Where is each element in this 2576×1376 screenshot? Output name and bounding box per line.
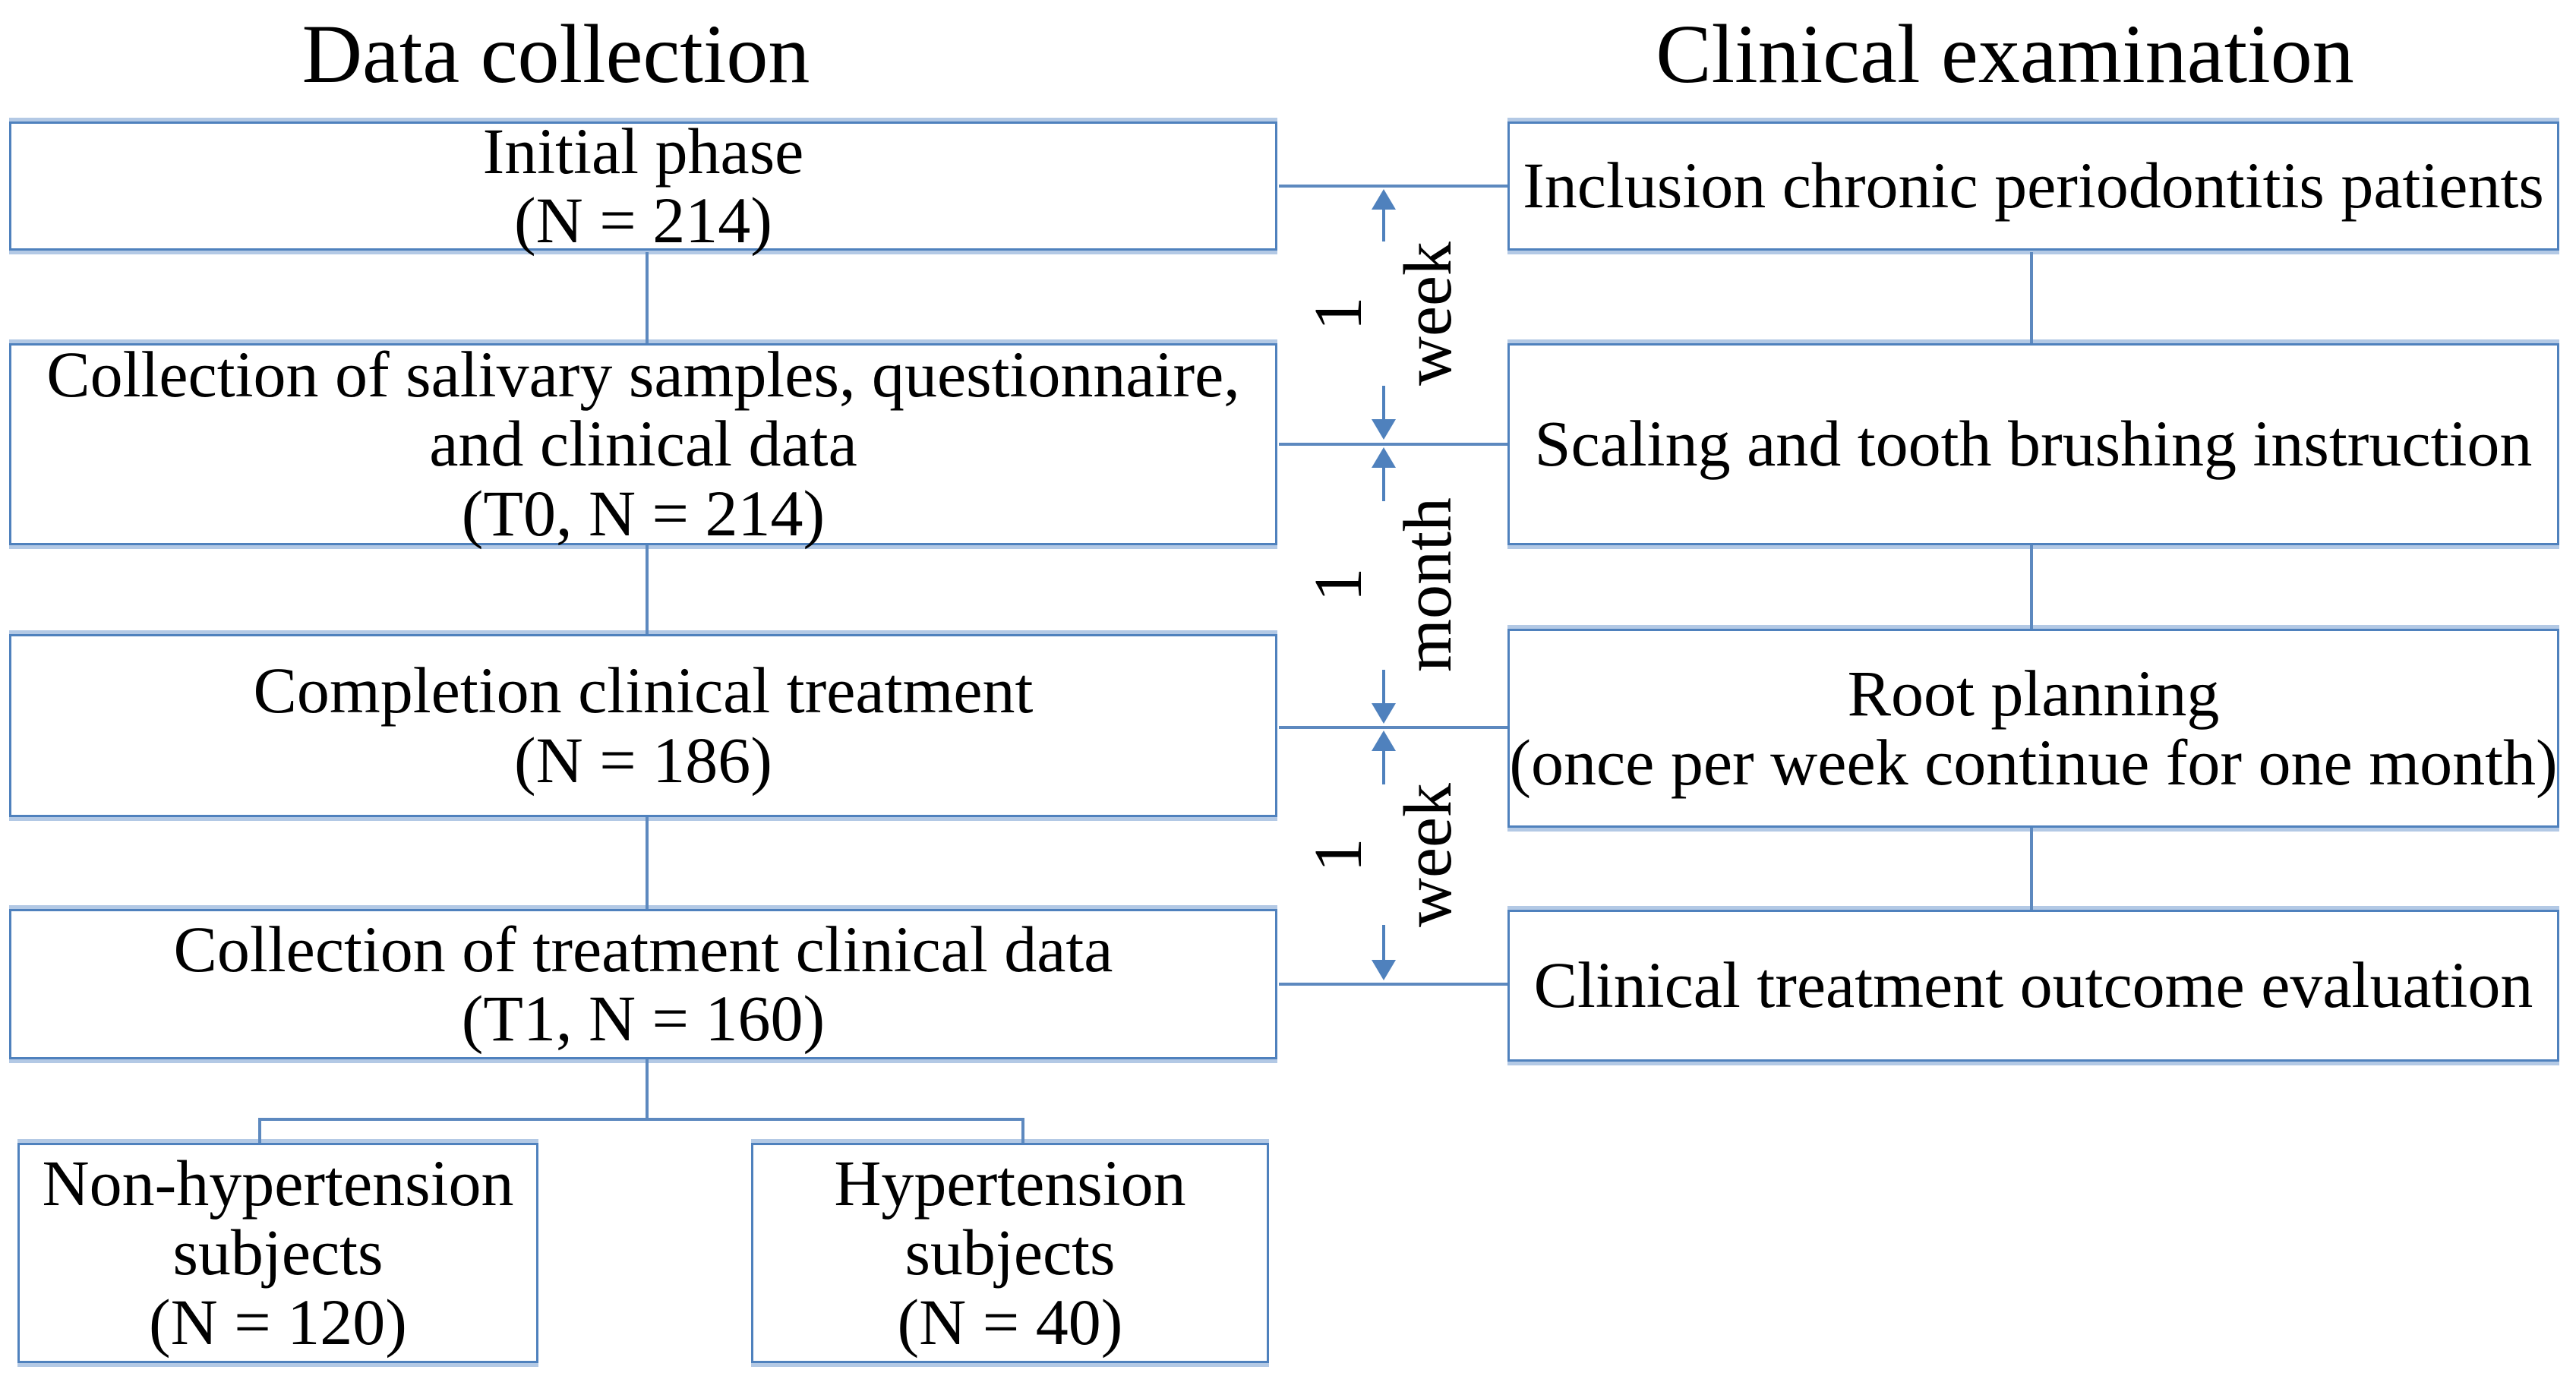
interval-value: 1 bbox=[1301, 296, 1376, 331]
text-line: Root planning bbox=[1847, 656, 2220, 730]
text-line: Clinical treatment outcome evaluation bbox=[1533, 948, 2533, 1022]
connector-split-bar bbox=[258, 1118, 1024, 1121]
connector-right-2-3 bbox=[2030, 545, 2033, 629]
flow-box-initial-phase: Initial phase (N = 214) bbox=[9, 116, 1277, 255]
arrow-stem bbox=[1382, 207, 1385, 241]
arrow-down-icon bbox=[1372, 960, 1396, 980]
text-line: Inclusion chronic periodontitis patients bbox=[1523, 149, 2544, 222]
arrow-stem bbox=[1382, 465, 1385, 501]
flow-box-completion-treatment: Completion clinical treatment (N = 186) bbox=[9, 634, 1277, 817]
flow-box-inclusion-patients: Inclusion chronic periodontitis patients bbox=[1507, 122, 2559, 251]
text-line: Hypertension bbox=[834, 1147, 1186, 1220]
flow-box-salivary-collection: Collection of salivary samples, question… bbox=[9, 338, 1277, 550]
text-line: (N = 120) bbox=[149, 1285, 407, 1359]
interval-label-1-week: 1 week bbox=[1285, 177, 1482, 450]
text-line: Completion clinical treatment bbox=[253, 654, 1034, 727]
flow-box-non-hypertension: Non-hypertension subjects (N = 120) bbox=[17, 1143, 538, 1363]
flow-box-hypertension: Hypertension subjects (N = 40) bbox=[751, 1143, 1269, 1363]
text-line: (once per week continue for one month) bbox=[1509, 726, 2558, 799]
text-line: Collection of treatment clinical data bbox=[173, 912, 1113, 986]
text-line: subjects bbox=[172, 1216, 384, 1289]
connector-left-4-split bbox=[646, 1059, 649, 1119]
interval-label-1-month: 1 month bbox=[1285, 448, 1482, 721]
column-header-clinical-examination: Clinical examination bbox=[1656, 8, 2354, 100]
connector-right-1-2 bbox=[2030, 252, 2033, 343]
interval-value: 1 bbox=[1301, 838, 1376, 873]
interval-label-1-week-2: 1 week bbox=[1285, 718, 1482, 992]
text-line: Non-hypertension bbox=[42, 1147, 514, 1220]
column-header-data-collection: Data collection bbox=[301, 8, 810, 100]
connector-cross-row4 bbox=[1279, 983, 1507, 986]
connector-cross-row3 bbox=[1279, 726, 1507, 729]
text-line: (T1, N = 160) bbox=[461, 982, 826, 1055]
arrow-down-icon bbox=[1372, 419, 1396, 440]
connector-right-3-4 bbox=[2030, 828, 2033, 910]
interval-unit: month bbox=[1391, 497, 1466, 673]
arrow-stem bbox=[1382, 925, 1385, 960]
arrow-stem bbox=[1382, 670, 1385, 705]
text-line: Initial phase bbox=[482, 114, 804, 188]
interval-unit: week bbox=[1391, 241, 1466, 386]
flow-box-outcome-evaluation: Clinical treatment outcome evaluation bbox=[1507, 910, 2559, 1062]
text-line: (N = 214) bbox=[514, 184, 772, 257]
flow-box-root-planning: Root planning (once per week continue fo… bbox=[1507, 629, 2559, 828]
connector-left-2-3 bbox=[646, 545, 649, 634]
flow-box-treatment-data-collection: Collection of treatment clinical data (T… bbox=[9, 909, 1277, 1059]
connector-left-1-2 bbox=[646, 252, 649, 343]
text-line: Collection of salivary samples, question… bbox=[46, 338, 1240, 412]
text-line: Scaling and tooth brushing instruction bbox=[1534, 407, 2533, 481]
arrow-up-icon bbox=[1372, 447, 1396, 468]
arrow-up-icon bbox=[1372, 189, 1396, 210]
arrow-up-icon bbox=[1372, 731, 1396, 751]
text-line: (N = 40) bbox=[897, 1285, 1123, 1359]
connector-left-3-4 bbox=[646, 817, 649, 909]
connector-cross-row2 bbox=[1279, 443, 1507, 446]
connector-split-right-stub bbox=[1021, 1119, 1024, 1143]
interval-unit: week bbox=[1391, 783, 1466, 927]
arrow-stem bbox=[1382, 386, 1385, 421]
text-line: subjects bbox=[904, 1216, 1116, 1289]
interval-value: 1 bbox=[1301, 567, 1376, 602]
text-line: (N = 186) bbox=[514, 723, 772, 797]
arrow-down-icon bbox=[1372, 703, 1396, 724]
arrow-stem bbox=[1382, 748, 1385, 784]
connector-cross-row1 bbox=[1279, 185, 1507, 188]
connector-split-left-stub bbox=[258, 1119, 261, 1143]
text-line: and clinical data bbox=[429, 407, 857, 481]
text-line: (T0, N = 214) bbox=[461, 476, 826, 550]
flow-box-scaling-instruction: Scaling and tooth brushing instruction bbox=[1507, 343, 2559, 545]
